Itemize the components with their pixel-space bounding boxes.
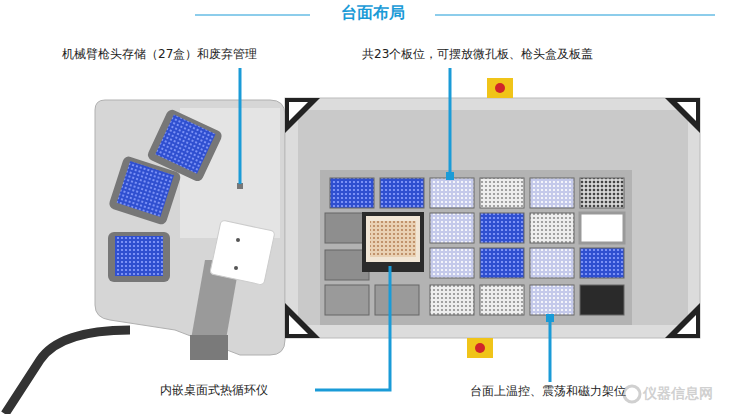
leader-line [240, 68, 550, 390]
cable [5, 330, 130, 414]
plates [325, 178, 624, 315]
tip-box [108, 155, 182, 226]
plate-area [320, 170, 632, 325]
stop-button [467, 338, 493, 358]
corner-bracket [285, 98, 700, 338]
arm-module [95, 100, 285, 355]
stop-button [487, 78, 513, 98]
leader-dot [546, 314, 554, 322]
thermal-cycler [362, 212, 424, 272]
callout-text: 台面上温控、震荡和磁力架位 [470, 384, 640, 398]
leader-dot [446, 172, 454, 180]
robot-arm [190, 220, 275, 360]
tip-box [108, 232, 170, 282]
title-rule [435, 15, 715, 16]
callout-text: 共23个板位，可摆放微孔板、枪头盒及板盖 [362, 47, 662, 61]
corner-bracket [289, 102, 696, 334]
watermark: 仪器信息网 [643, 385, 738, 402]
main-deck [298, 110, 688, 325]
watermark-logo [624, 386, 640, 402]
title: 台面布局 [310, 3, 435, 22]
main-deck-frame [285, 98, 700, 338]
title-rule [195, 15, 310, 16]
callout-text: 内嵌桌面式热循环仪 [160, 383, 310, 397]
callout-text: 机械臂枪头存储（27盒）和废弃管理 [62, 47, 292, 61]
